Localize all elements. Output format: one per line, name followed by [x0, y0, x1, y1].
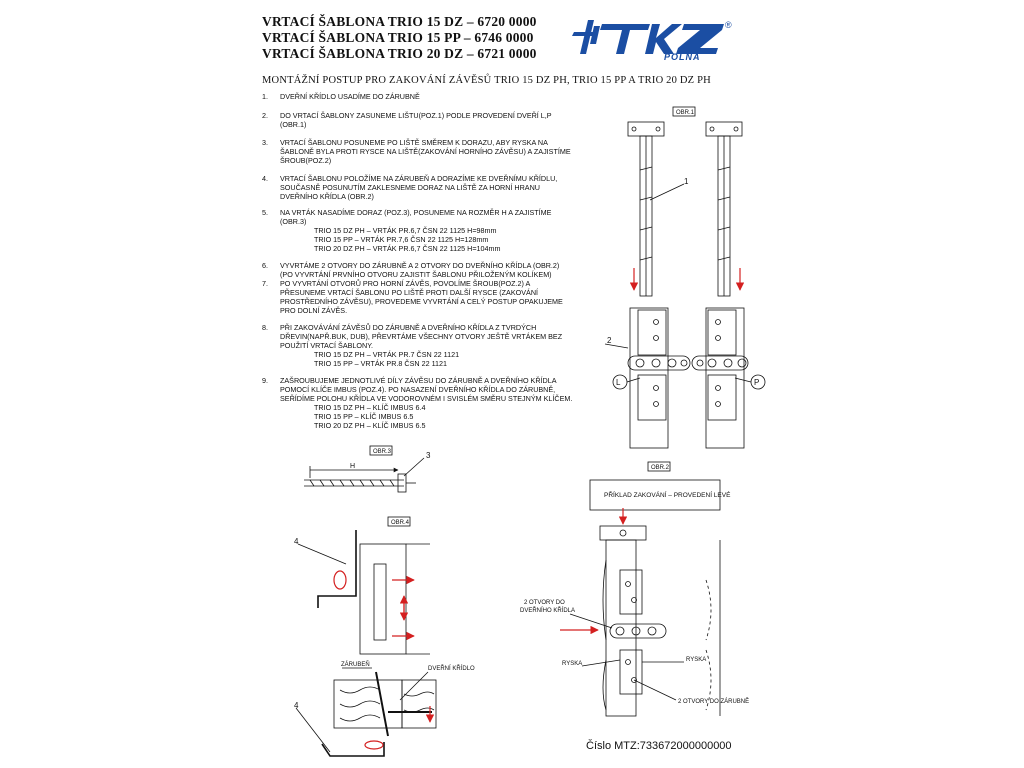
title-line: VRTACÍ ŠABLONA TRIO 15 PP – 6746 0000	[262, 30, 534, 45]
step-text: VRTACÍ ŠABLONU POSUNEME PO LIŠTĚ SMĚREM …	[280, 138, 548, 147]
step-7: 7. PO VYVRTÁNÍ OTVORŮ PRO HORNÍ ZÁVĚS, P…	[262, 279, 602, 315]
example-label: PŘÍKLAD ZAKOVÁNÍ – PROVEDENÍ LEVÉ	[604, 490, 731, 499]
step-text: PROSTŘEDNÍHO ZÁVĚSU), PROVEDEME VYVRTÁNÍ…	[280, 297, 563, 306]
step-text: PŘESUNEME VRTACÍ ŠABLONU PO LIŠTĚ PROTI …	[280, 288, 539, 297]
step-spec: TRIO 15 PP – KLÍČ IMBUS 6.5	[314, 412, 414, 421]
step-text: SOUČASNĚ POSUNUTÍM ZAKLESNEME DORAZ NA L…	[280, 183, 540, 192]
step-text: DŘEVIN(NAPŘ.BUK, DUB), PŘEVRTÁME VŠECHNY…	[280, 332, 563, 341]
step-number: 5.	[262, 208, 268, 217]
position-4-label: 4	[294, 537, 299, 546]
step-text: PRO DOLNÍ ZÁVĚS.	[280, 306, 348, 315]
step-number: 4.	[262, 174, 268, 183]
position-3-label: 3	[426, 451, 431, 460]
step-text: PO VYVRTÁNÍ OTVORŮ PRO HORNÍ ZÁVĚS, POVO…	[280, 279, 531, 288]
ryska-right-label: RYSKA	[686, 657, 706, 663]
step-text: ZAŠROUBUJEME JEDNOTLIVÉ DÍLY ZÁVĚSU DO Z…	[280, 376, 557, 385]
step-text: PŘI ZAKOVÁVÁNÍ ZÁVĚSŮ DO ZÁRUBNĚ A DVEŘN…	[280, 323, 537, 332]
registered-mark: ®	[725, 20, 732, 30]
step-number: 3.	[262, 138, 268, 147]
step-1: 1. DVEŘNÍ KŘÍDLO USADÍME DO ZÁRUBNĚ	[262, 92, 602, 101]
figure-obr4: OBR.4 4 ZÁRUBEŇ DVEŘNÍ KŘÍDLO 4	[294, 516, 475, 757]
left-version-label: L	[616, 378, 621, 387]
step-spec: TRIO 15 PP – VRTÁK PR.7,6 ČSN 22 1125 H=…	[314, 235, 489, 244]
title-line: VRTACÍ ŠABLONA TRIO 20 DZ – 6721 0000	[262, 46, 537, 61]
holes-frame-label: 2 OTVORY DO ZÁRUBNĚ	[678, 697, 749, 705]
holes-wing-label: 2 OTVORY DO	[524, 600, 565, 606]
step-text: (PO VYVRTÁNÍ PRVNÍHO OTVORU ZAJISTIT ŠAB…	[280, 270, 552, 279]
step-spec: TRIO 20 DZ PH – VRTÁK PR.6,7 ČSN 22 1125…	[314, 244, 501, 253]
right-version-label: P	[754, 378, 759, 387]
tkz-logo: ® POLNÁ	[572, 20, 732, 60]
step-number: 1.	[262, 92, 268, 101]
holes-wing-label: DVEŘNÍHO KŘÍDLA	[520, 606, 575, 614]
procedure-subtitle: MONTÁŽNÍ POSTUP PRO ZAKOVÁNÍ ZÁVĚSŮ TRIO…	[262, 75, 711, 86]
logo-subtext: POLNÁ	[664, 52, 701, 60]
figure-obr2: OBR.2 PŘÍKLAD ZAKOVÁNÍ – PROVEDENÍ LEVÉ …	[520, 461, 749, 717]
mtz-number: Číslo MTZ:733672000000000	[586, 740, 732, 752]
step-text: NA VRTÁK NASADÍME DORAZ (POZ.3), POSUNEM…	[280, 208, 552, 217]
figure-obr1: OBR.1 1 2 L	[604, 106, 766, 449]
step-number: 2.	[262, 111, 268, 120]
step-number: 9.	[262, 376, 268, 385]
step-text: ŠROUB(POZ.2)	[280, 156, 332, 165]
figure-label: OBR.4	[391, 520, 410, 526]
step-text: VRTACÍ ŠABLONU POLOŽÍME NA ZÁRUBEŇ A DOR…	[280, 174, 558, 183]
step-text: SEŘÍDÍME POLOHU KŘÍDLA VE VODOROVNÉM I S…	[280, 394, 573, 403]
step-spec: TRIO 15 PP – VRTÁK PR.8 ČSN 22 1121	[314, 359, 448, 368]
step-number: 8.	[262, 323, 268, 332]
step-9: 9. ZAŠROUBUJEME JEDNOTLIVÉ DÍLY ZÁVĚSU D…	[262, 376, 602, 430]
ryska-left-label: RYSKA	[562, 661, 582, 667]
figure-label: OBR.2	[651, 465, 670, 471]
figure-label: OBR.3	[373, 449, 392, 455]
step-text: POUŽITÍ VRTACÍ ŠABLONY.	[280, 341, 374, 350]
step-text: DVEŘNÍHO KŘÍDLA (OBR.2)	[280, 192, 374, 201]
step-text: ŠABLONĚ BYLA PROTI RYSCE NA LIŠTĚ(ZAKOVÁ…	[280, 147, 571, 156]
step-text: DO VRTACÍ ŠABLONY ZASUNEME LIŠTU(POZ.1) …	[280, 111, 552, 120]
step-spec: TRIO 20 DZ PH – KLÍČ IMBUS 6.5	[314, 421, 426, 430]
step-text: (OBR.3)	[280, 217, 307, 226]
position-2-label: 2	[607, 336, 612, 345]
door-wing-label: DVEŘNÍ KŘÍDLO	[428, 664, 475, 672]
position-1-label: 1	[684, 177, 689, 186]
step-spec: TRIO 15 DZ PH – VRTÁK PR.6,7 ČSN 22 1125…	[314, 226, 497, 235]
step-8: 8. PŘI ZAKOVÁVÁNÍ ZÁVĚSŮ DO ZÁRUBNĚ A DV…	[262, 323, 602, 368]
step-5: 5. NA VRTÁK NASADÍME DORAZ (POZ.3), POSU…	[262, 208, 602, 253]
step-spec: TRIO 15 DZ PH – VRTÁK PR.7 ČSN 22 1121	[314, 350, 460, 359]
step-4: 4. VRTACÍ ŠABLONU POLOŽÍME NA ZÁRUBEŇ A …	[262, 174, 602, 201]
position-4-label: 4	[294, 701, 299, 710]
step-text: (OBR.1)	[280, 120, 307, 129]
step-number: 6.	[262, 261, 268, 270]
title-line: VRTACÍ ŠABLONA TRIO 15 DZ – 6720 0000	[262, 14, 537, 29]
step-6: 6. VYVRTÁME 2 OTVORY DO ZÁRUBNĚ A 2 OTVO…	[262, 261, 602, 279]
figure-label: OBR.1	[676, 110, 695, 116]
step-text: VYVRTÁME 2 OTVORY DO ZÁRUBNĚ A 2 OTVORY …	[280, 261, 560, 270]
step-number: 7.	[262, 279, 268, 288]
dimension-h-label: H	[350, 463, 355, 470]
frame-label: ZÁRUBEŇ	[341, 661, 370, 668]
step-spec: TRIO 15 DZ PH – KLÍČ IMBUS 6.4	[314, 403, 426, 412]
step-3: 3. VRTACÍ ŠABLONU POSUNEME PO LIŠTĚ SMĚR…	[262, 138, 602, 165]
step-2: 2. DO VRTACÍ ŠABLONY ZASUNEME LIŠTU(POZ.…	[262, 111, 602, 129]
figure-obr3: OBR.3 H 3	[304, 445, 431, 493]
step-text: DVEŘNÍ KŘÍDLO USADÍME DO ZÁRUBNĚ	[280, 92, 420, 101]
document-titles: VRTACÍ ŠABLONA TRIO 15 DZ – 6720 0000 VR…	[262, 14, 562, 62]
step-text: POMOCÍ KLÍČE IMBUS (POZ.4). PO NASAZENÍ …	[280, 385, 556, 394]
